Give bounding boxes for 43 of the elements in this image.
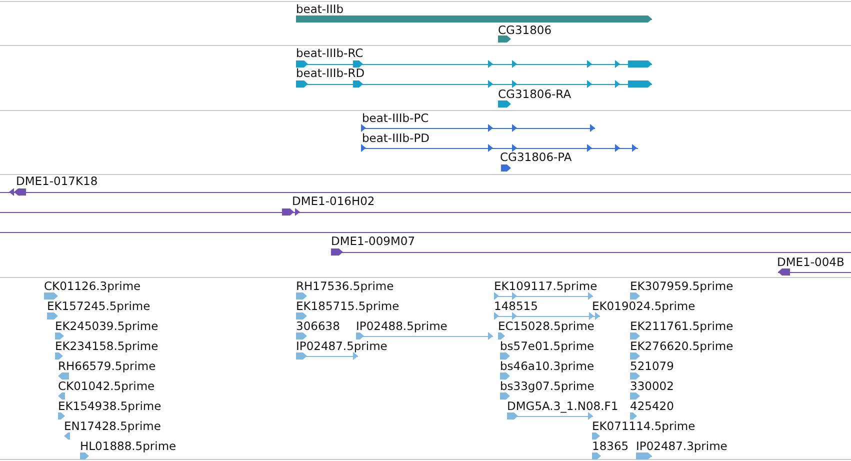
feature-label: EK154938.5prime: [58, 399, 162, 413]
feature-label: bs33g07.5prime: [500, 379, 594, 393]
feature-label: 18365: [592, 439, 629, 453]
feature-label: EK211761.5prime: [630, 319, 734, 333]
feature-label: beat-IIIb-RC: [296, 46, 364, 60]
feature-label: EK276620.5prime: [630, 339, 734, 353]
feature-label: EK157245.5prime: [47, 299, 150, 313]
feature-label: beat-IIIb-PD: [362, 131, 430, 145]
feature-label: CG31806-PA: [500, 150, 572, 164]
feature-label: IP02488.5prime: [356, 319, 448, 333]
feature-label: DME1-016H02: [292, 194, 375, 208]
feature-label: beat-IIIb: [296, 2, 344, 16]
feature-label: EK245039.5prime: [55, 319, 158, 333]
feature-label: CG31806: [498, 23, 552, 37]
feature-label: beat-IIIb-PC: [362, 111, 429, 125]
feature-label: bs46a10.3prime: [500, 359, 594, 373]
feature-label: 425420: [630, 399, 674, 413]
feature-label: beat-IIIb-RD: [296, 66, 365, 80]
feature-label: 148515: [494, 299, 538, 313]
feature-label: CK01126.3prime: [44, 279, 141, 293]
feature-label: DME1-017K18: [16, 174, 98, 188]
feature-label: EK071114.5prime: [592, 419, 696, 433]
feature-label: HL01888.5prime: [80, 439, 176, 453]
feature-label: RH66579.5prime: [58, 359, 156, 373]
feature-label: EK234158.5prime: [55, 339, 158, 353]
feature-label: CK01042.5prime: [58, 379, 155, 393]
feature-label: EC15028.5prime: [498, 319, 594, 333]
feature-label: EK185715.5prime: [296, 299, 400, 313]
feature-label: EK109117.5prime: [494, 279, 598, 293]
feature-label: CG31806-RA: [498, 87, 572, 101]
feature-label: bs57e01.5prime: [500, 339, 594, 353]
feature-label: RH17536.5prime: [296, 279, 394, 293]
feature-label: EK307959.5prime: [630, 279, 734, 293]
feature-label: DME1-004B: [777, 255, 844, 269]
feature-label: DME1-009M07: [331, 234, 416, 248]
feature-label: IP02487.5prime: [296, 339, 388, 353]
feature-label: IP02487.3prime: [636, 439, 728, 453]
feature-label: 521079: [630, 359, 674, 373]
feature-label: 330002: [630, 379, 674, 393]
feature-label: EN17428.5prime: [64, 419, 161, 433]
feature-label: DMG5A.3_1.N08.F1: [507, 399, 618, 413]
feature-label: 306638: [296, 319, 340, 333]
feature-label: EK019024.5prime: [592, 299, 696, 313]
